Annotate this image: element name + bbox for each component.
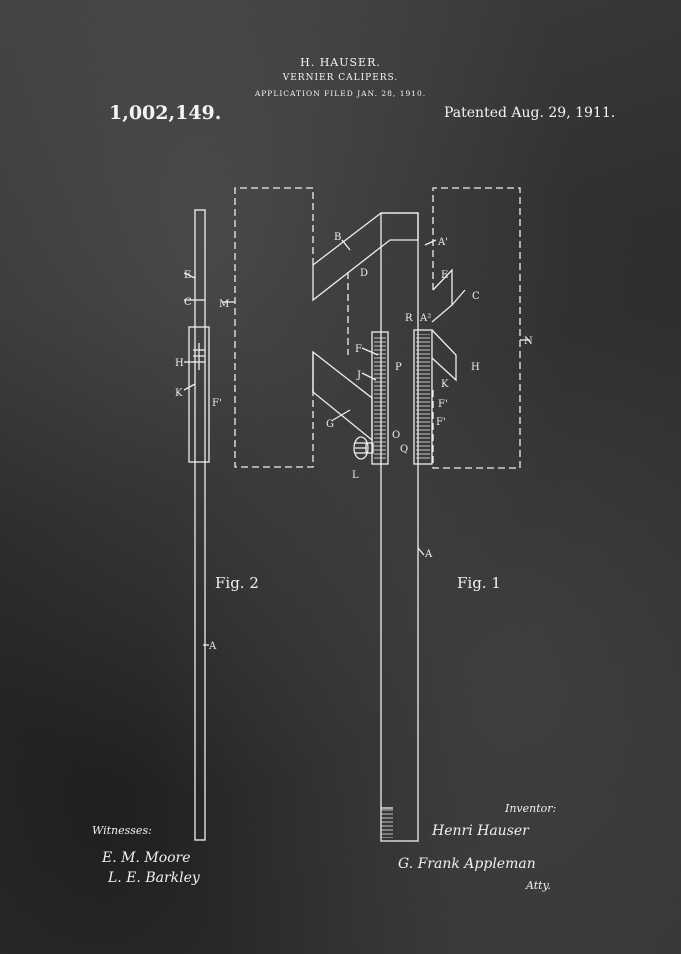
- label-f-prime-1: F': [438, 399, 448, 410]
- label-e-fig2: E: [184, 270, 191, 281]
- inventor-name: H. HAUSER.: [300, 56, 381, 69]
- vernier-scale-left: [371, 331, 389, 465]
- knob: [353, 436, 369, 460]
- label-b: B: [334, 232, 341, 243]
- label-a-prime: A': [437, 237, 448, 248]
- fig2-side-view: [188, 209, 210, 841]
- patented-date: Patented Aug. 29, 1911.: [444, 105, 616, 121]
- label-f-prime-fig2: F': [212, 398, 222, 409]
- attorney-signature: G. Frank Appleman: [398, 856, 536, 872]
- fig1-main-beam: [380, 212, 419, 842]
- label-g: G: [326, 419, 334, 430]
- jaw-h: [431, 329, 457, 382]
- label-o: O: [392, 430, 400, 441]
- label-e: E: [441, 270, 448, 281]
- filing-date: APPLICATION FILED JAN. 28, 1910.: [254, 89, 427, 98]
- label-f-prime-2: F': [436, 417, 446, 428]
- fig2-caption: Fig. 2: [215, 574, 259, 592]
- label-k-fig1: K: [441, 379, 449, 390]
- label-m: M: [219, 299, 229, 310]
- label-j: J: [356, 370, 361, 381]
- fig1-caption: Fig. 1: [457, 574, 501, 592]
- witness-signature-2: L. E. Barkley: [107, 870, 201, 886]
- label-a-fig2: A: [208, 641, 217, 652]
- witnesses-label: Witnesses:: [92, 824, 152, 837]
- label-d: D: [360, 268, 368, 279]
- vernier-scale-right: [413, 329, 433, 465]
- fig1-dashed-outlines: [234, 187, 521, 469]
- jaw-e: [431, 268, 453, 323]
- fig2-beam: [194, 209, 206, 841]
- label-c-fig2: C: [184, 297, 192, 308]
- label-k-fig2: K: [175, 388, 183, 399]
- label-h-fig2: H: [175, 358, 184, 369]
- patent-number: 1,002,149.: [109, 102, 222, 124]
- label-a-fig1: A: [424, 549, 433, 560]
- label-q: Q: [400, 444, 408, 455]
- label-p: P: [395, 362, 402, 373]
- label-a2: A²: [419, 313, 431, 324]
- lower-jaw: [312, 350, 373, 442]
- upper-jaw: [312, 212, 419, 302]
- inventor-label: Inventor:: [504, 802, 556, 815]
- fig2-slider: [188, 326, 210, 463]
- label-f: F: [355, 344, 362, 355]
- patent-subject: VERNIER CALIPERS.: [282, 73, 399, 83]
- label-n: N: [524, 336, 533, 347]
- label-h-fig1: H: [471, 362, 480, 373]
- label-l: L: [352, 470, 359, 481]
- attorney-title: Atty.: [525, 879, 551, 892]
- label-r: R: [405, 313, 413, 324]
- witness-signature-1: E. M. Moore: [101, 850, 191, 866]
- label-c: C: [472, 291, 480, 302]
- inventor-signature: Henri Hauser: [431, 823, 530, 839]
